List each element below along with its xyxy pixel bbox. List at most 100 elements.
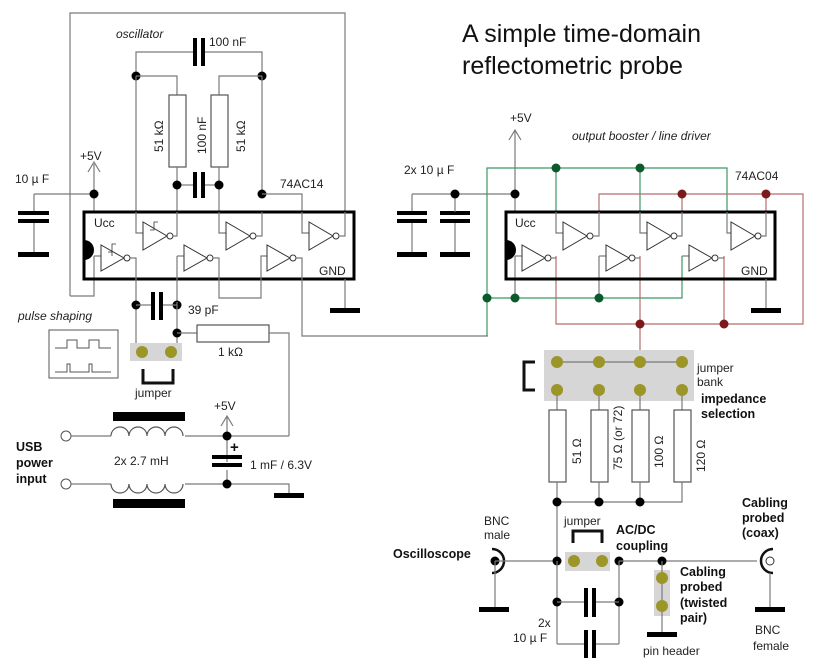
impedance-section: jumper bank impedance selection 51 Ω 75 … [522,350,766,561]
power-5v-label: +5V [214,399,236,413]
jumper-pin[interactable] [676,384,688,396]
resistor-1k [196,324,270,343]
cap-39pf-label: 39 pF [188,303,219,317]
acdc-label-2: coupling [616,539,668,553]
oscilloscope-label: Oscilloscope [393,547,471,561]
node-dot [552,497,562,507]
node-dot [172,180,182,190]
pulse-shaping-section: pulse shaping 39 pF 1 kΩ jumper [17,292,290,436]
schmitt-gates [94,212,488,337]
ground-symbol-icon [397,252,427,257]
jumper-pin[interactable] [165,346,177,358]
usb-label-3: input [16,472,47,486]
jumper-pin[interactable] [596,555,608,567]
coax-label-3: (coax) [742,526,779,540]
jumper-pin[interactable] [634,356,646,368]
chip-74ac04-label: 74AC04 [735,169,779,183]
booster-ucc-label: Ucc [515,216,536,230]
jumper-pin[interactable] [593,384,605,396]
output-net-red [555,193,804,325]
resistor-120 [673,409,692,483]
ground-symbol-icon [440,252,470,257]
node-dot [214,180,224,190]
inductor-icon [110,483,184,494]
pin-header-pin[interactable] [656,600,668,612]
wire [136,75,178,95]
feedback-wire-2 [70,256,95,297]
supply-arrow-icon [508,128,522,141]
jumper-pin[interactable] [568,555,580,567]
acdc-label-1: AC/DC [616,523,656,537]
node-dot [635,163,645,173]
power-input-section: USB power input 2x 2.7 mH +5V + 1 mF / 6… [16,399,312,508]
coax-label-1: Cabling [742,496,788,510]
input-terminal-icon [60,478,72,490]
node-dot [761,189,771,199]
bulk-cap-label: 1 mF / 6.3V [250,458,312,472]
node-dot [222,479,232,489]
jumper-pin[interactable] [551,384,563,396]
ground-symbol-icon [755,607,785,612]
res-51k-right-label: 51 kΩ [234,120,248,152]
wire [205,51,263,76]
resistor-75 [590,409,609,483]
res-75-label: 75 Ω (or 72) [611,406,625,470]
cap-plate [440,219,470,223]
cap-plate [397,219,427,223]
jumper-pin[interactable] [593,356,605,368]
twisted-label-1: Cabling [680,565,726,579]
cap-plate [397,211,427,215]
wire [71,483,290,494]
wire [494,560,557,608]
jumper-pin[interactable] [676,356,688,368]
node-dot [450,189,460,199]
cap-plate [440,211,470,215]
inductor-icon [110,426,184,437]
jumper-pin[interactable] [634,384,646,396]
inverter-gates [515,212,767,272]
pin-header-pin[interactable] [656,572,668,584]
jumper-bracket-icon[interactable] [522,360,535,392]
resistor-51k-right [210,94,229,168]
pin-header-label: pin header [643,644,700,658]
jumper-label: jumper [134,386,172,400]
supply-arrow-icon [87,160,101,173]
decoupling-cap-label: 10 µ F [15,172,49,186]
jumper-bracket-icon[interactable] [571,529,604,543]
output-net-red [639,256,725,359]
cap-plate [18,211,49,215]
resistor-100 [631,409,650,483]
cap-100nf-top-label: 100 nF [209,35,246,49]
twisted-label-3: (twisted [680,596,727,610]
usb-label-1: USB [16,440,42,454]
jumper-pin[interactable] [551,356,563,368]
output-section: Oscilloscope BNC male jumper AC/DC coupl… [393,496,789,658]
booster-section: +5V output booster / line driver 2x 10 µ… [397,111,804,359]
twisted-label-4: pair) [680,611,707,625]
jumper-bank-label-1: jumper [696,361,734,375]
impedance-title-1: impedance [701,392,766,406]
wire [218,75,262,95]
booster-5v-label: +5V [510,111,532,125]
bnc-female-label-1: BNC [755,623,781,637]
wire [556,396,683,410]
wire [557,601,619,645]
coupling-caps-label-2: 10 µ F [513,631,547,645]
jumper-bracket-icon[interactable] [141,369,175,385]
inductors-label: 2x 2.7 mH [114,454,169,468]
jumper-pin[interactable] [136,346,148,358]
twisted-label-2: probed [680,580,722,594]
cap-plate [18,219,49,223]
wire [411,193,515,254]
jumper-bank-label-2: bank [697,375,724,389]
node-dot [89,189,99,199]
input-net-green [487,256,683,299]
node-dot [510,293,520,303]
impedance-title-2: selection [701,407,755,421]
bnc-female-connector-icon[interactable] [759,547,774,575]
chip-74ac14-label: 74AC14 [280,177,324,191]
pulse-wave-icon [55,363,111,373]
ground-symbol-icon [479,607,509,612]
coax-label-2: probed [742,511,784,525]
node-dot [635,319,645,329]
